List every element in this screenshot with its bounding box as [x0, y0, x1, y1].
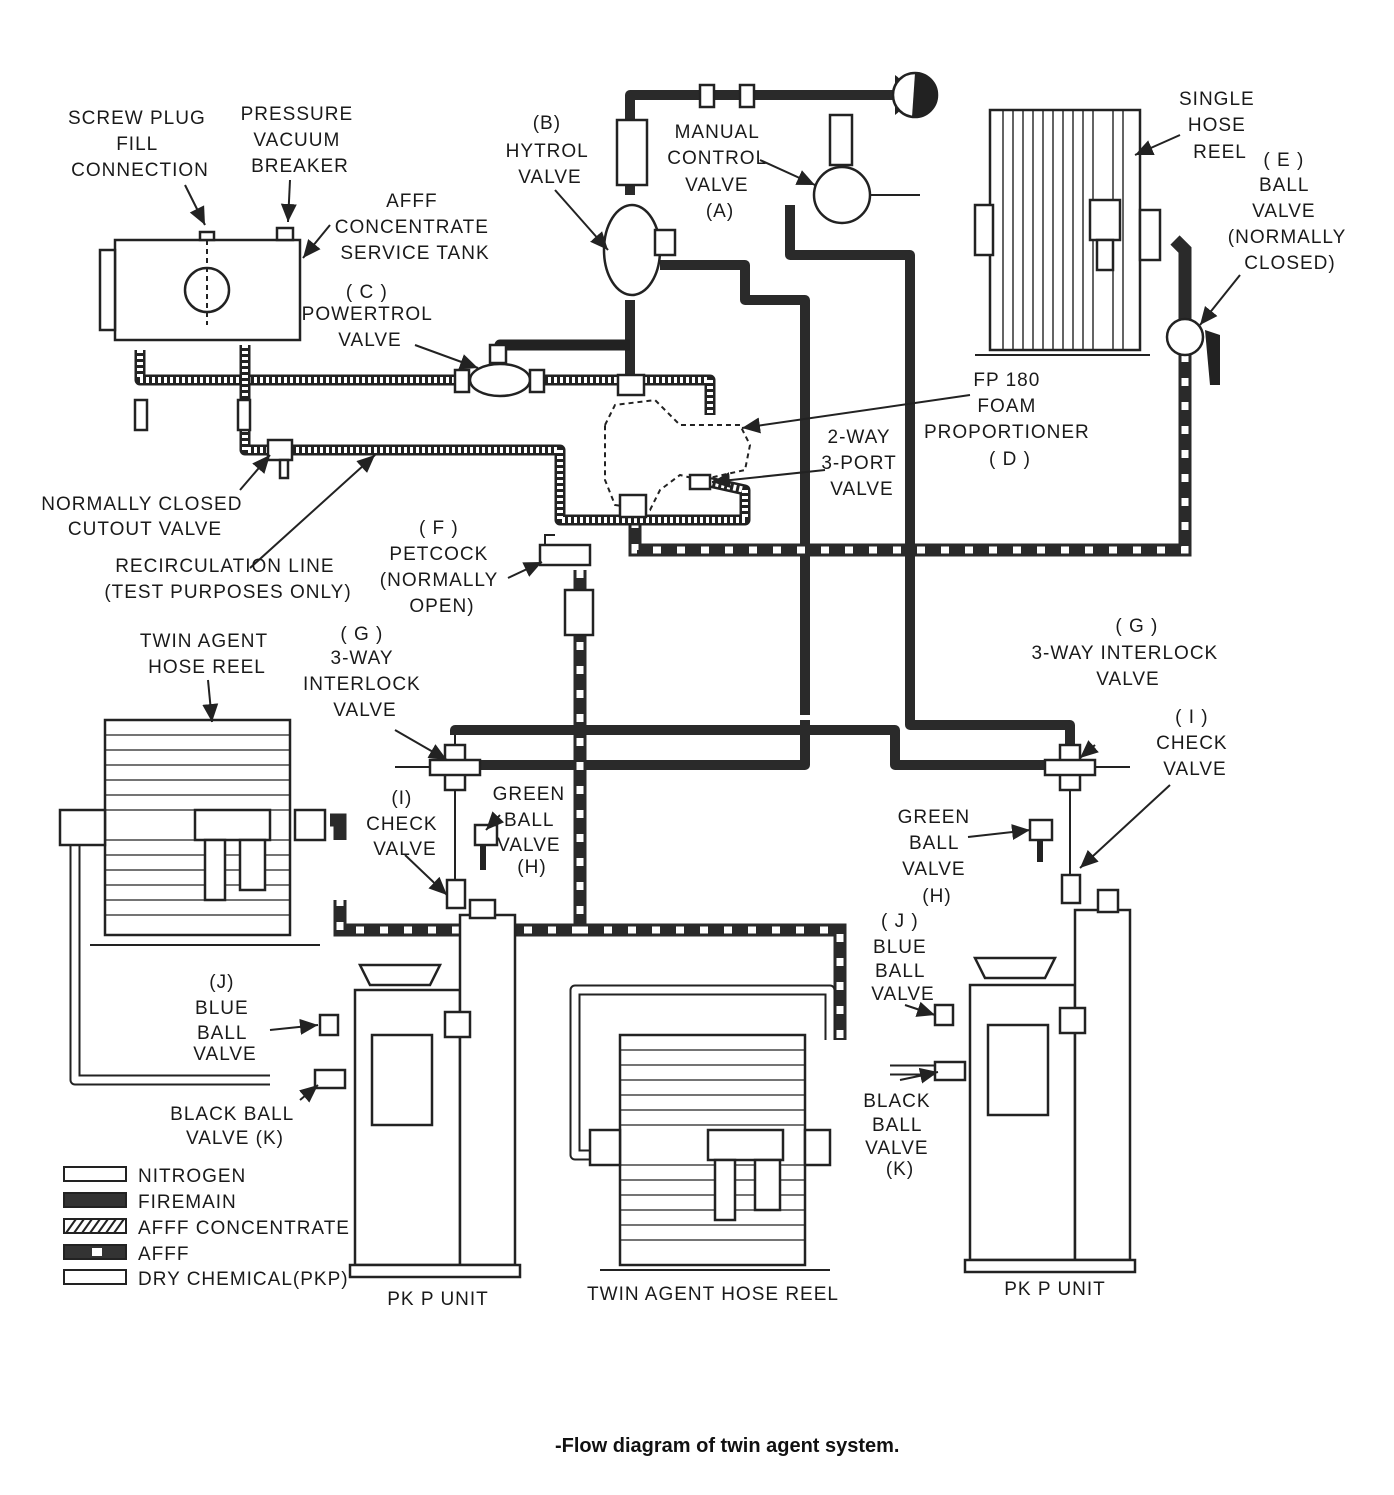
- label-blue-ball-valve-right: ( J ) BLUE BALL VALVE: [871, 911, 934, 1005]
- legend-item-nitrogen: NITROGEN: [63, 1166, 246, 1187]
- label-hytrol-valve: (B) HYTROL VALVE: [506, 113, 595, 188]
- label-pkp-unit-left: PK P UNIT: [387, 1289, 489, 1310]
- svg-text:AFFF CONCENTRATE: AFFF CONCENTRATE: [138, 1218, 350, 1239]
- twin-agent-hose-reel-left: [58, 718, 327, 946]
- label-blue-ball-valve-left: (J) BLUE BALL VALVE: [193, 972, 256, 1065]
- valve-cluster-left: [313, 735, 499, 1090]
- label-interlock-right: ( G ) 3-WAY INTERLOCK VALVE: [1031, 616, 1224, 690]
- legend-item-afff: AFFF: [63, 1244, 190, 1265]
- label-check-valve-right: ( I ) CHECK VALVE: [1156, 707, 1234, 780]
- label-pressure-vacuum-breaker: PRESSURE VACUUM BREAKER: [241, 104, 360, 177]
- single-hose-reel: [973, 108, 1162, 356]
- hytrol-valve: [602, 118, 677, 397]
- ball-valve-e: [1165, 317, 1220, 385]
- legend-item-firemain: FIREMAIN: [63, 1192, 237, 1213]
- firemain-lines: [450, 90, 1075, 770]
- label-twin-reel-bottom: TWIN AGENT HOSE REEL: [587, 1284, 839, 1305]
- label-manual-control-valve: MANUAL CONTROL VALVE (A): [667, 122, 772, 222]
- label-powertrol-valve: ( C ) POWERTROL VALVE: [302, 282, 439, 351]
- label-black-ball-valve-right: BLACK BALL VALVE (K): [863, 1091, 937, 1180]
- pkp-unit-right: [963, 888, 1137, 1274]
- label-screw-plug: SCREW PLUG FILL CONNECTION: [68, 108, 212, 181]
- svg-text:NITROGEN: NITROGEN: [138, 1166, 246, 1187]
- legend: NITROGEN FIREMAIN AFFF CONCENTRATE AFFF: [63, 1166, 350, 1290]
- label-green-ball-valve-left: GREEN BALL VALVE (H): [493, 784, 572, 878]
- svg-text:FIREMAIN: FIREMAIN: [138, 1192, 237, 1213]
- label-single-hose-reel: SINGLE HOSE REEL: [1179, 89, 1261, 163]
- firemain-supply-head: [698, 71, 939, 119]
- legend-item-afff-concentrate: AFFF CONCENTRATE: [63, 1218, 350, 1239]
- label-recirculation-line: RECIRCULATION LINE (TEST PURPOSES ONLY): [104, 556, 351, 603]
- label-twin-reel-left: TWIN AGENT HOSE REEL: [140, 631, 274, 678]
- label-cutout-valve: NORMALLY CLOSED CUTOUT VALVE: [41, 494, 248, 540]
- figure-caption: -Flow diagram of twin agent system.: [555, 1435, 900, 1457]
- label-petcock: ( F ) PETCOCK (NORMALLY OPEN): [380, 518, 504, 617]
- twin-agent-hose-reel-bottom: [588, 1033, 832, 1271]
- cutout-valve: [266, 438, 294, 480]
- leader-lines: [184, 134, 1241, 1103]
- svg-text:DRY CHEMICAL(PKP): DRY CHEMICAL(PKP): [138, 1269, 349, 1290]
- petcock-f: [538, 534, 595, 637]
- manual-control-valve: [812, 113, 920, 225]
- fp180-foam-proportioner: [604, 398, 752, 519]
- label-check-valve-left: (I) CHECK VALVE: [366, 788, 444, 860]
- afff-concentrate-service-tank: [98, 226, 302, 432]
- legend-item-dry-chemical: DRY CHEMICAL(PKP): [63, 1269, 349, 1290]
- svg-text:AFFF: AFFF: [138, 1244, 190, 1265]
- label-fp180-proportioner: FP 180 FOAM PROPORTIONER ( D ): [924, 370, 1096, 470]
- label-afff-tank: AFFF CONCENTRATE SERVICE TANK: [335, 191, 496, 264]
- pkp-unit-left: [348, 898, 522, 1279]
- label-black-ball-valve-left: BLACK BALL VALVE (K): [170, 1104, 300, 1149]
- label-green-ball-valve-right: GREEN BALL VALVE (H): [898, 807, 977, 907]
- powertrol-valve: [453, 343, 546, 398]
- component-labels: SCREW PLUG FILL CONNECTION PRESSURE VACU…: [41, 89, 1352, 1310]
- label-ball-valve-e: ( E ) BALL VALVE (NORMALLY CLOSED): [1228, 150, 1352, 274]
- label-interlock-left: ( G ) 3-WAY INTERLOCK VALVE: [303, 624, 427, 721]
- label-pkp-unit-right: PK P UNIT: [1004, 1279, 1106, 1300]
- label-two-way-valve: 2-WAY 3-PORT VALVE: [821, 427, 902, 500]
